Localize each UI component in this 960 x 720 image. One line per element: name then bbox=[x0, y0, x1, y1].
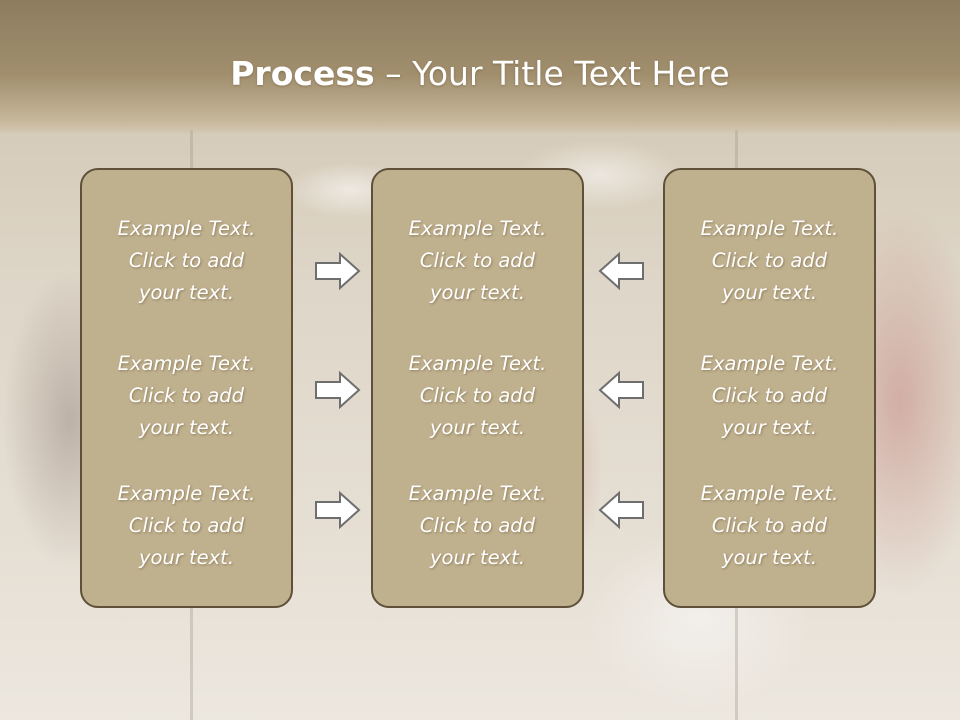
text-line: Example Text. bbox=[700, 217, 839, 240]
text-placeholder[interactable]: Example Text. Click to add your text. bbox=[373, 478, 582, 574]
text-placeholder[interactable]: Example Text. Click to add your text. bbox=[373, 213, 582, 309]
text-line: Click to add bbox=[419, 384, 536, 407]
text-line: Click to add bbox=[128, 514, 245, 537]
text-line: your text. bbox=[138, 546, 235, 569]
text-line: your text. bbox=[429, 416, 526, 439]
right-arrow-icon bbox=[314, 490, 362, 530]
text-line: Click to add bbox=[419, 249, 536, 272]
left-arrow-icon bbox=[597, 370, 645, 410]
text-line: Click to add bbox=[419, 514, 536, 537]
text-box-center[interactable]: Example Text. Click to add your text. Ex… bbox=[371, 168, 584, 608]
text-line: Example Text. bbox=[408, 482, 547, 505]
text-line: Click to add bbox=[128, 249, 245, 272]
title-bar bbox=[0, 0, 960, 135]
text-line: your text. bbox=[429, 546, 526, 569]
text-line: your text. bbox=[138, 416, 235, 439]
left-arrow-icon bbox=[597, 251, 645, 291]
text-line: Example Text. bbox=[117, 482, 256, 505]
text-line: Example Text. bbox=[117, 217, 256, 240]
text-placeholder[interactable]: Example Text. Click to add your text. bbox=[82, 213, 291, 309]
right-arrow-icon bbox=[314, 370, 362, 410]
text-line: your text. bbox=[721, 416, 818, 439]
text-line: Click to add bbox=[711, 249, 828, 272]
title-bold: Process bbox=[230, 54, 375, 93]
text-line: Example Text. bbox=[408, 352, 547, 375]
text-line: Example Text. bbox=[117, 352, 256, 375]
left-arrow-icon bbox=[597, 490, 645, 530]
text-line: your text. bbox=[429, 281, 526, 304]
text-placeholder[interactable]: Example Text. Click to add your text. bbox=[665, 348, 874, 444]
text-placeholder[interactable]: Example Text. Click to add your text. bbox=[82, 348, 291, 444]
text-line: Click to add bbox=[128, 384, 245, 407]
text-placeholder[interactable]: Example Text. Click to add your text. bbox=[373, 348, 582, 444]
text-box-right[interactable]: Example Text. Click to add your text. Ex… bbox=[663, 168, 876, 608]
text-line: Example Text. bbox=[700, 482, 839, 505]
text-line: Example Text. bbox=[700, 352, 839, 375]
text-line: your text. bbox=[721, 546, 818, 569]
text-box-left[interactable]: Example Text. Click to add your text. Ex… bbox=[80, 168, 293, 608]
text-line: your text. bbox=[721, 281, 818, 304]
text-placeholder[interactable]: Example Text. Click to add your text. bbox=[665, 478, 874, 574]
text-line: Click to add bbox=[711, 514, 828, 537]
title-rest: – Your Title Text Here bbox=[374, 54, 730, 93]
text-line: your text. bbox=[138, 281, 235, 304]
slide-title[interactable]: Process – Your Title Text Here bbox=[0, 50, 960, 98]
text-placeholder[interactable]: Example Text. Click to add your text. bbox=[82, 478, 291, 574]
text-line: Example Text. bbox=[408, 217, 547, 240]
text-line: Click to add bbox=[711, 384, 828, 407]
right-arrow-icon bbox=[314, 251, 362, 291]
text-placeholder[interactable]: Example Text. Click to add your text. bbox=[665, 213, 874, 309]
